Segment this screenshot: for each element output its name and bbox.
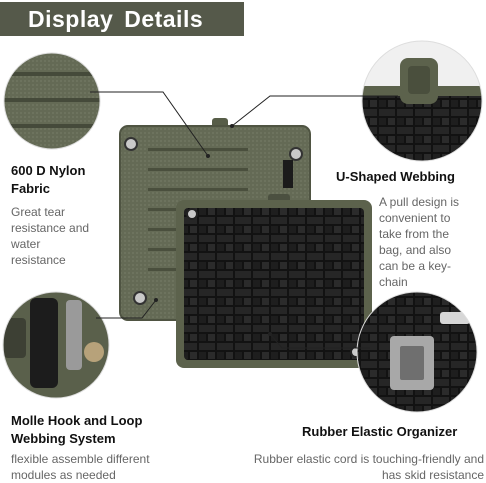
feature-desc-nylon: Great tear resistance and water resistan…: [11, 205, 90, 267]
molle-hook-closeup: [3, 292, 109, 398]
feature-title-elastic: Rubber Elastic Organizer: [302, 424, 458, 439]
feature-desc-elastic: Rubber elastic cord is touching-friendly…: [253, 452, 484, 482]
feature-desc-molle: flexible assemble different modules as n…: [11, 452, 150, 482]
title-banner: Display Details: [0, 2, 244, 36]
feature-title-molle: Molle Hook and Loop Webbing System: [11, 413, 143, 446]
banner-title: Display Details: [28, 6, 204, 32]
feature-desc-u-webbing: A pull design is convenient to take from…: [379, 195, 460, 289]
elastic-organizer-closeup: [357, 292, 477, 412]
feature-title-nylon: 600 D Nylon Fabric: [11, 163, 86, 196]
webbing-panel: [176, 194, 372, 368]
feature-title-u-webbing: U-Shaped Webbing: [336, 169, 455, 184]
nylon-fabric-closeup: [4, 53, 100, 149]
